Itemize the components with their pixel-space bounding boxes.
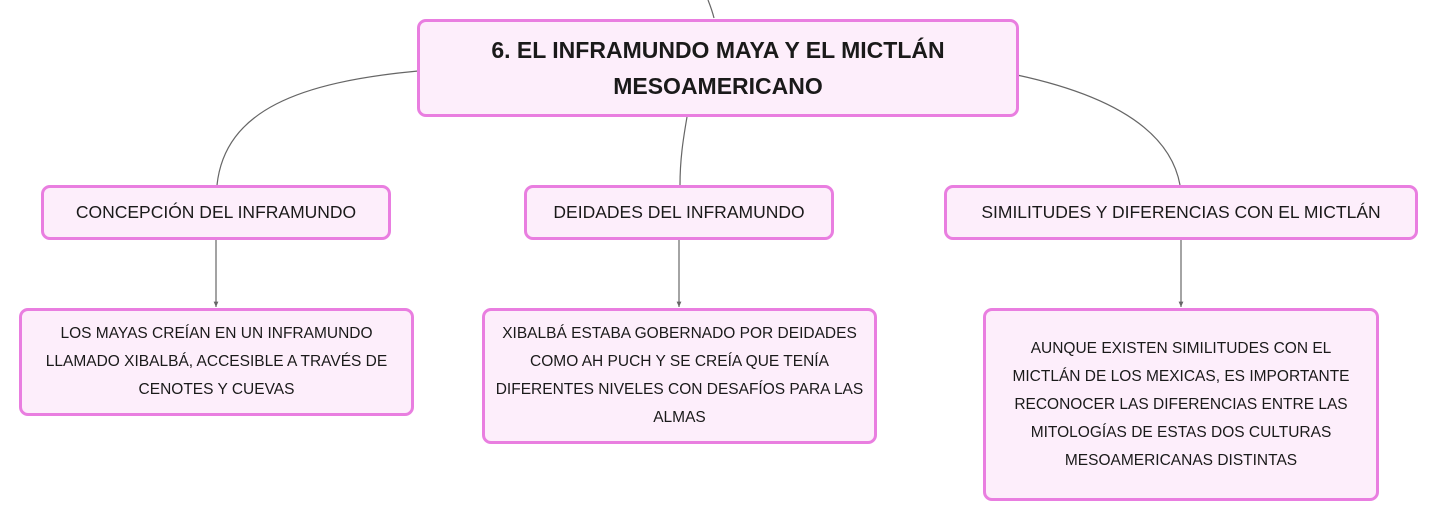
topic-label: CONCEPCIÓN DEL INFRAMUNDO [75, 202, 357, 222]
detail-similitudes[interactable]: AUNQUE EXISTEN SIMILITUDES CON EL MICTLÁ… [983, 308, 1379, 501]
detail-text: XIBALBÁ ESTABA GOBERNADO POR DEIDADES CO… [495, 325, 864, 426]
topic-concepcion-del-inframundo[interactable]: CONCEPCIÓN DEL INFRAMUNDO [41, 185, 391, 240]
connector-root-to-concepcion [216, 70, 419, 186]
topic-label: SIMILITUDES Y DIFERENCIAS CON EL MICTLÁN [981, 202, 1381, 222]
detail-deidades[interactable]: XIBALBÁ ESTABA GOBERNADO POR DEIDADES CO… [482, 308, 877, 444]
detail-text: AUNQUE EXISTEN SIMILITUDES CON EL MICTLÁ… [1012, 339, 1350, 469]
detail-text: LOS MAYAS CREÍAN EN UN INFRAMUNDO LLAMAD… [45, 325, 388, 398]
root-topic[interactable]: 6. EL INFRAMUNDO MAYA Y EL MICTLÁN MESOA… [417, 19, 1019, 117]
root-topic-title: 6. EL INFRAMUNDO MAYA Y EL MICTLÁN MESOA… [491, 37, 945, 99]
topic-label: DEIDADES DEL INFRAMUNDO [553, 202, 805, 222]
detail-concepcion[interactable]: LOS MAYAS CREÍAN EN UN INFRAMUNDO LLAMAD… [19, 308, 414, 416]
topic-deidades-del-inframundo[interactable]: DEIDADES DEL INFRAMUNDO [524, 185, 834, 240]
incoming-connector [707, 0, 715, 19]
topic-similitudes-y-diferencias[interactable]: SIMILITUDES Y DIFERENCIAS CON EL MICTLÁN [944, 185, 1418, 240]
connector-root-to-deidades [679, 116, 688, 186]
connector-root-to-similitudes [1016, 74, 1181, 186]
